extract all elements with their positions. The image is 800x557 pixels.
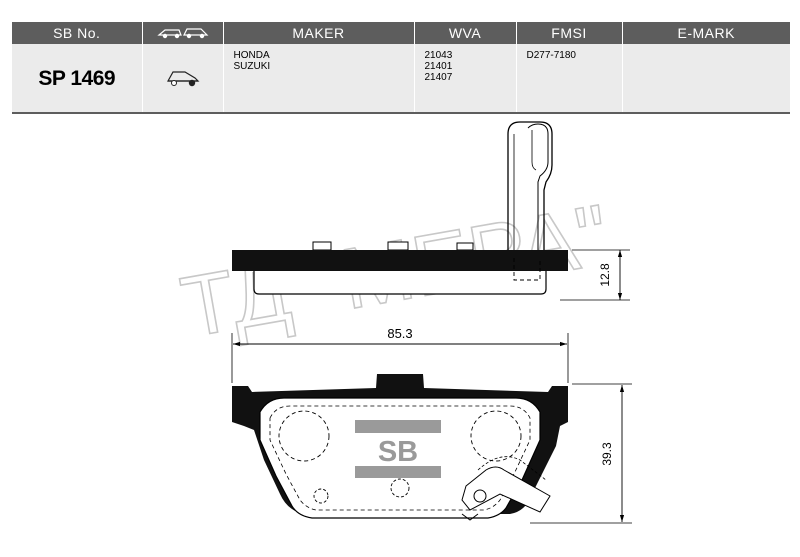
spec-header-row: SB No. MAKER WVA FMSI E-MARK xyxy=(12,22,790,44)
pad-side-view xyxy=(232,121,568,295)
height-label: 39.3 xyxy=(600,442,614,466)
height-dimension: 39.3 xyxy=(530,383,632,524)
backing-plate xyxy=(232,250,568,271)
wva-number: 21043 xyxy=(424,50,453,61)
fmsi-cell: D277-7180 xyxy=(515,44,622,114)
car-axle-icon xyxy=(156,27,208,38)
header-emark: E-MARK xyxy=(621,22,790,44)
maker-suzuki: SUZUKI xyxy=(233,61,271,72)
axle-cell xyxy=(141,44,223,114)
width-label: 85.3 xyxy=(387,326,412,341)
width-dimension: 85.3 xyxy=(231,326,569,383)
emark-cell xyxy=(621,44,790,114)
spec-table: SB No. MAKER WVA FMSI E-MARK SP 1469 HON… xyxy=(12,22,790,114)
header-fmsi: FMSI xyxy=(515,22,622,44)
pad-front-view: SB xyxy=(232,374,568,521)
thickness-dimension: 12.8 xyxy=(560,249,630,301)
wva-number: 21401 xyxy=(424,61,453,72)
wva-number: 21407 xyxy=(424,72,453,83)
wva-cell: 21043 21401 21407 xyxy=(413,44,516,114)
spec-data-row: SP 1469 HONDA SUZUKI 21043 21401 21407 D… xyxy=(12,44,790,114)
thickness-label: 12.8 xyxy=(598,263,612,287)
sb-logo-text: SB xyxy=(378,436,418,468)
header-wva: WVA xyxy=(413,22,516,44)
maker-honda: HONDA xyxy=(233,50,270,61)
friction-material xyxy=(253,271,547,295)
rear-axle-car-icon xyxy=(166,70,199,86)
header-axle xyxy=(141,22,223,44)
wear-indicator-clip xyxy=(507,121,553,258)
header-maker: MAKER xyxy=(222,22,414,44)
sb-logo: SB xyxy=(355,420,441,478)
maker-cell: HONDA SUZUKI xyxy=(222,44,414,114)
header-sb-no: SB No. xyxy=(12,22,142,44)
sb-number: SP 1469 xyxy=(12,44,142,114)
